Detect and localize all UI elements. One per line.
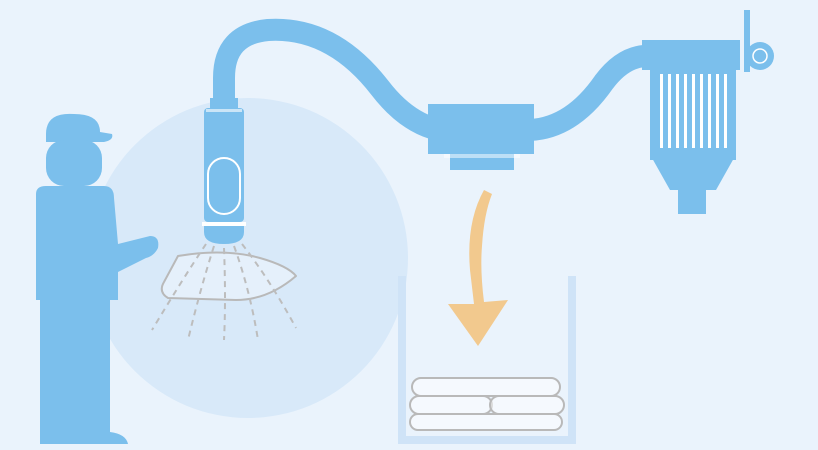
- separator-unit-icon: [428, 104, 534, 170]
- halo-circle: [88, 98, 408, 418]
- bag-icon: [160, 251, 297, 301]
- filter-slats: [660, 74, 727, 148]
- collection-bin-icon: [398, 276, 576, 444]
- filter-unit-icon: [642, 10, 774, 214]
- worker-icon: [36, 113, 159, 444]
- vacuum-nozzle-icon: [202, 98, 246, 244]
- stacked-bags: [409, 377, 565, 431]
- spray-lines: [151, 243, 297, 341]
- flexible-hose-icon: [213, 18, 646, 143]
- down-arrow-icon: [448, 190, 508, 346]
